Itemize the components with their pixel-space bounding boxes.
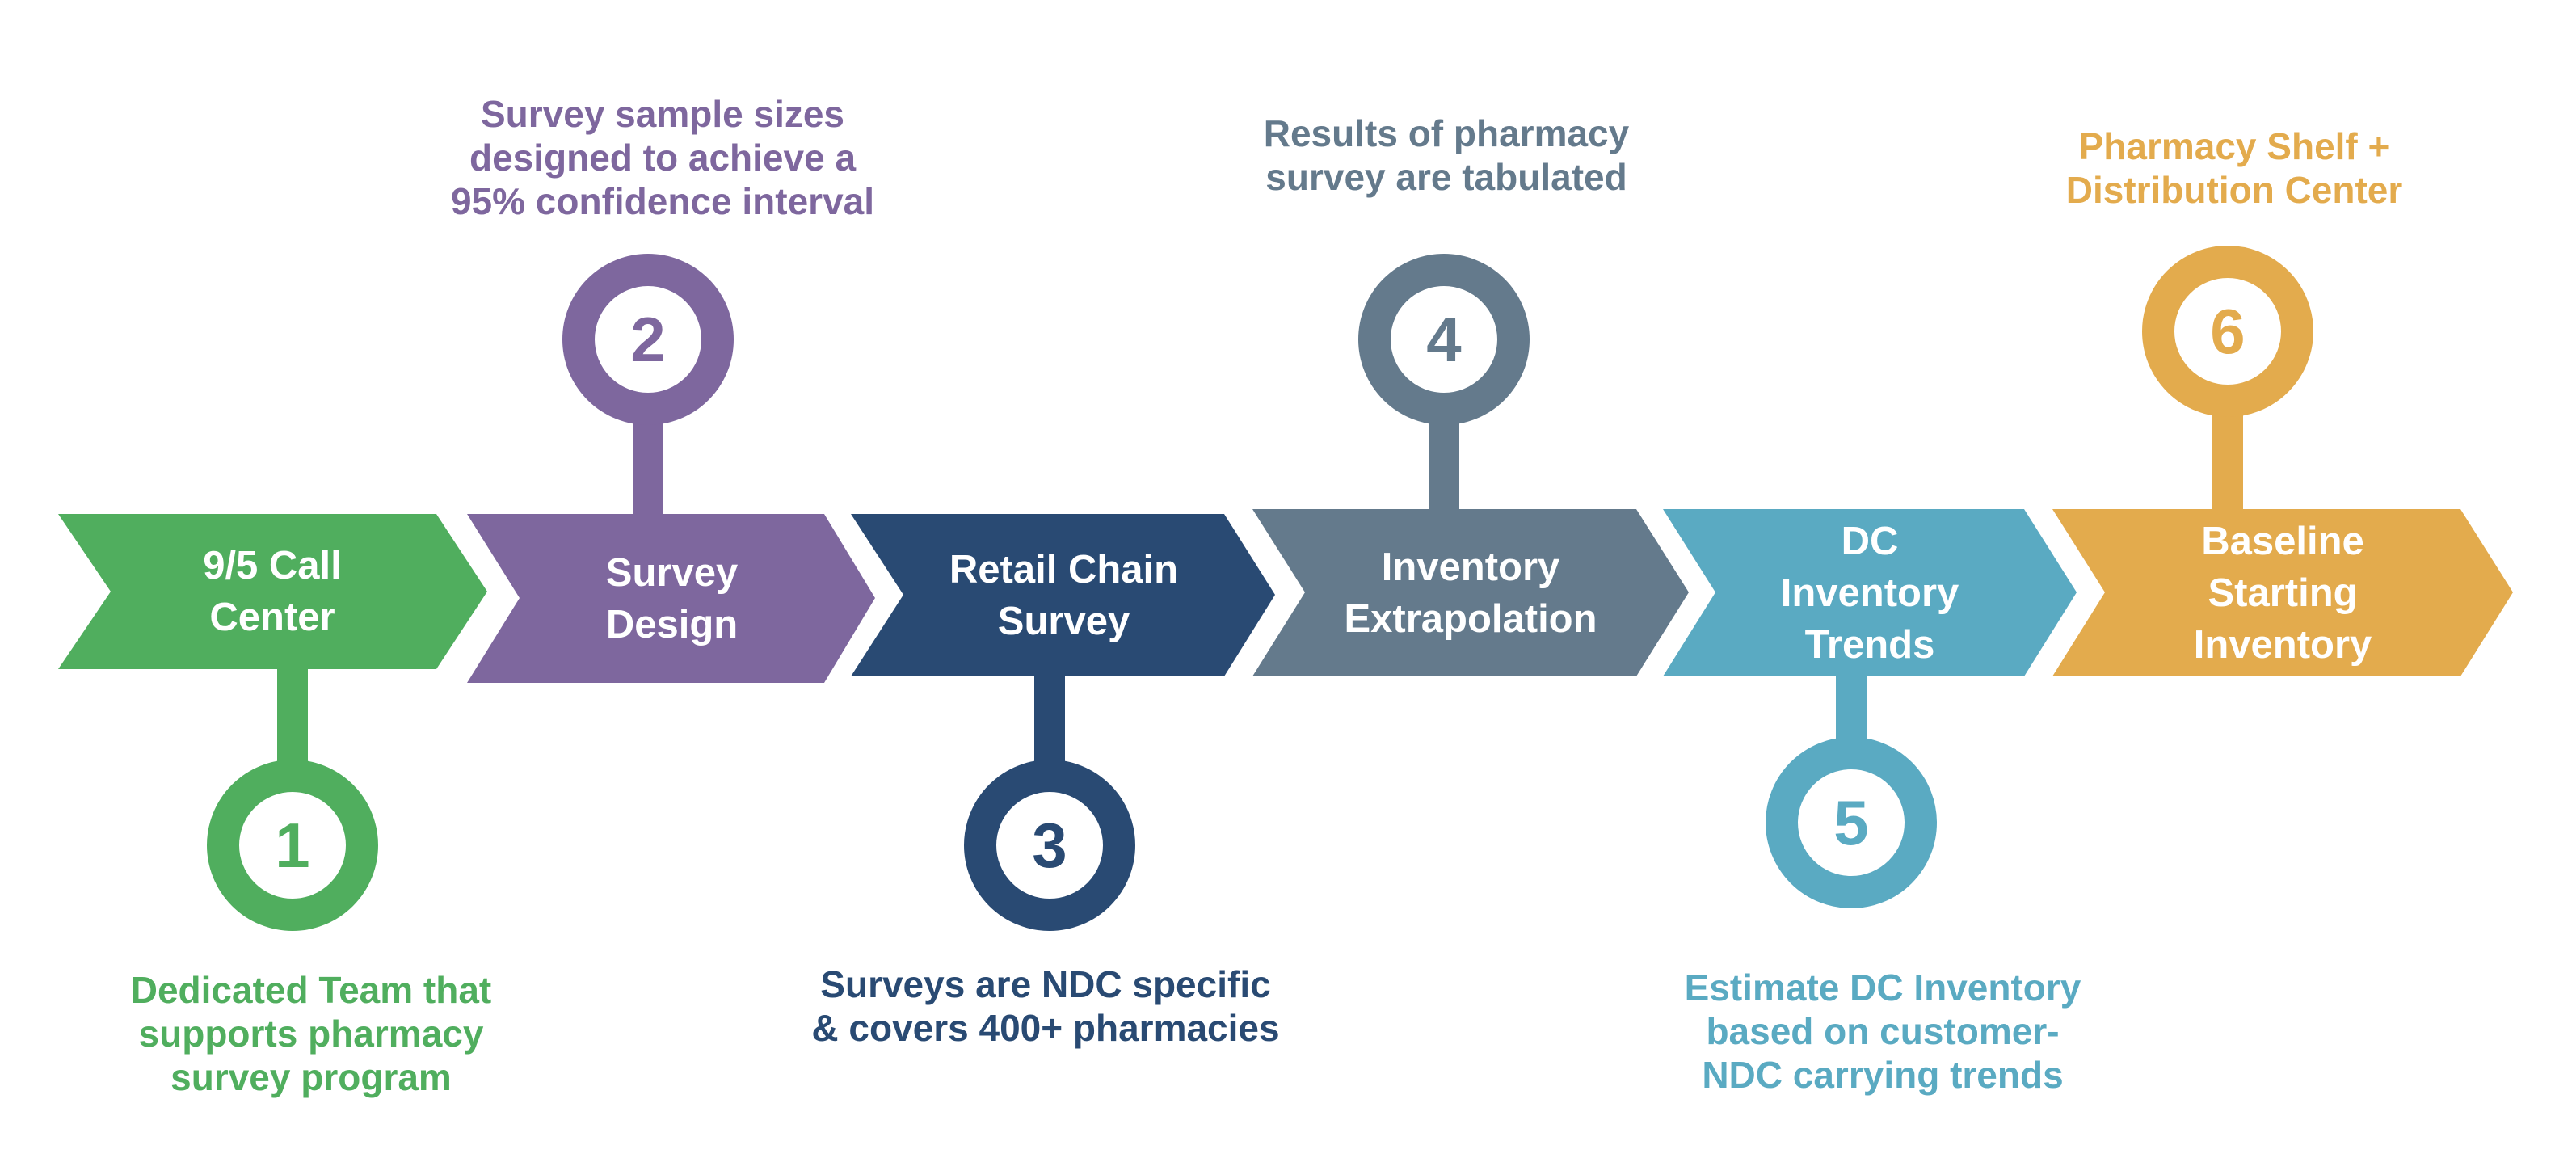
step-6-title: Baseline Starting Inventory bbox=[2193, 519, 2372, 667]
step-1-number: 1 bbox=[275, 809, 310, 881]
step-3-number: 3 bbox=[1032, 809, 1067, 881]
number-ring-1 bbox=[207, 760, 378, 931]
step-5-description: Estimate DC Inventory based on customer-… bbox=[1684, 967, 2081, 1096]
step-6-number: 6 bbox=[2210, 295, 2246, 367]
connector-2 bbox=[633, 408, 663, 521]
chevron-step-2 bbox=[467, 514, 875, 683]
chevron-step-1 bbox=[58, 514, 487, 669]
step-1-description: Dedicated Team that supports pharmacy su… bbox=[130, 969, 492, 1098]
step-3-description: Surveys are NDC specific & covers 400+ p… bbox=[811, 963, 1280, 1049]
number-ring-2 bbox=[562, 254, 734, 425]
chevron-step-4 bbox=[1252, 509, 1689, 676]
step-2-description: Survey sample sizes designed to achieve … bbox=[450, 93, 875, 222]
step-1-title: 9/5 Call Center bbox=[203, 544, 342, 639]
step-4-title: Inventory Extrapolation bbox=[1344, 545, 1597, 641]
step-3-title: Retail Chain Survey bbox=[949, 547, 1179, 643]
connector-4 bbox=[1429, 408, 1459, 517]
chevron-step-3 bbox=[851, 514, 1275, 676]
connector-6 bbox=[2212, 400, 2243, 517]
step-6-description: Pharmacy Shelf + Distribution Center bbox=[2065, 125, 2403, 211]
step-2-number: 2 bbox=[630, 303, 666, 375]
number-ring-3 bbox=[964, 760, 1135, 931]
step-4-description: Results of pharmacy survey are tabulated bbox=[1263, 112, 1630, 198]
step-2-title: Survey Design bbox=[605, 550, 739, 646]
step-4-number: 4 bbox=[1426, 303, 1462, 375]
step-5-title: DC Inventory Trends bbox=[1780, 519, 1959, 667]
chevron-step-6 bbox=[2052, 509, 2513, 676]
number-ring-5 bbox=[1766, 737, 1937, 908]
chevron-step-5 bbox=[1663, 509, 2077, 676]
number-ring-4 bbox=[1358, 254, 1530, 425]
step-5-number: 5 bbox=[1833, 786, 1869, 858]
number-ring-6 bbox=[2142, 246, 2313, 417]
